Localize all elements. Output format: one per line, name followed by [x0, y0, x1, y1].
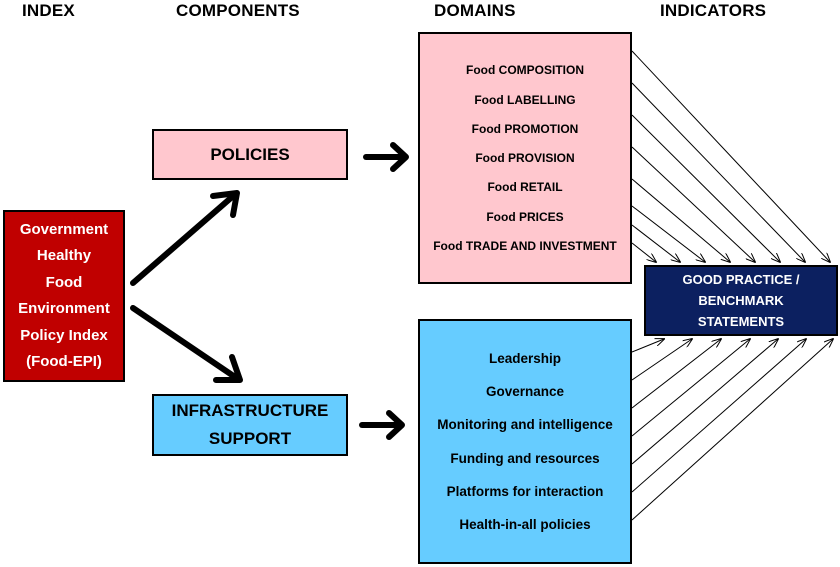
indicator-arrow [631, 224, 680, 262]
index-line: Environment [18, 300, 110, 317]
index-line: Healthy [36, 247, 92, 264]
policies-label: POLICIES [210, 144, 290, 164]
policy-domain-item: Food PROMOTION [471, 121, 579, 136]
indicator-arrow [631, 339, 750, 437]
indicator-arrow [631, 114, 780, 262]
policy-domain-item: Food COMPOSITION [466, 63, 584, 78]
indicator-arrow [631, 205, 705, 262]
index-line: Food [45, 273, 83, 291]
policy-domain-indicator-arrows [631, 50, 830, 262]
indicator-arrow [631, 339, 833, 521]
indicator-arrow [631, 339, 806, 493]
indicator-arrow [631, 82, 805, 262]
policy-domain-item: Food PRICES [486, 209, 564, 224]
policy-domain-item: Food RETAIL [487, 180, 563, 195]
indicator-arrow [631, 178, 730, 262]
infrastructure-domain-item: Health-in-all policies [459, 516, 591, 532]
arrow-index-to-infrastructure [130, 305, 243, 383]
infrastructure-component-box: INFRASTRUCTURE SUPPORT [152, 394, 348, 456]
index-line: Policy Index [20, 326, 108, 344]
infrastructure-domain-item: Platforms for interaction [446, 483, 604, 499]
header-domains: DOMAINS [434, 1, 516, 20]
good-practice-line: STATEMENTS [697, 314, 785, 329]
infrastructure-domain-item: Funding and resources [450, 450, 600, 466]
good-practice-line: GOOD PRACTICE / [682, 272, 800, 287]
infrastructure-label-line: SUPPORT [208, 429, 292, 448]
infrastructure-domain-item: Governance [485, 384, 565, 400]
index-box: Government Healthy Food Environment Poli… [3, 210, 125, 382]
policy-domain-item: Food PROVISION [475, 151, 575, 165]
good-practice-line: BENCHMARK [698, 293, 784, 308]
indicator-arrow [631, 50, 830, 262]
header-indicators: INDICATORS [660, 1, 767, 20]
indicator-arrow [631, 339, 778, 465]
indicator-arrow [631, 339, 692, 381]
arrow-policies-to-domains [363, 142, 409, 172]
indicator-arrow [631, 339, 664, 353]
index-line: Government [19, 220, 109, 238]
infrastructure-domains-box: Leadership Governance Monitoring and int… [418, 319, 632, 564]
infrastructure-domain-item: Monitoring and intelligence [437, 417, 613, 433]
index-line: (Food-EPI) [26, 353, 102, 370]
policy-domain-item: Food LABELLING [474, 92, 576, 107]
arrow-index-to-policies [130, 190, 240, 286]
indicator-arrow [631, 339, 721, 409]
infrastructure-domain-indicator-arrows [631, 339, 833, 521]
policy-domain-item: Food TRADE AND INVESTMENT [433, 238, 617, 253]
good-practice-box: GOOD PRACTICE / BENCHMARK STATEMENTS [644, 265, 838, 336]
indicator-arrow [631, 146, 755, 262]
header-index: INDEX [22, 1, 75, 20]
policy-domains-box: Food COMPOSITION Food LABELLING Food PRO… [418, 32, 632, 284]
arrow-infrastructure-to-domains [359, 410, 405, 440]
indicator-arrow [631, 242, 656, 262]
infrastructure-label-line: INFRASTRUCTURE [171, 401, 329, 420]
policies-component-box: POLICIES [152, 129, 348, 180]
infrastructure-domain-item: Leadership [488, 351, 562, 367]
header-components: COMPONENTS [176, 1, 300, 20]
